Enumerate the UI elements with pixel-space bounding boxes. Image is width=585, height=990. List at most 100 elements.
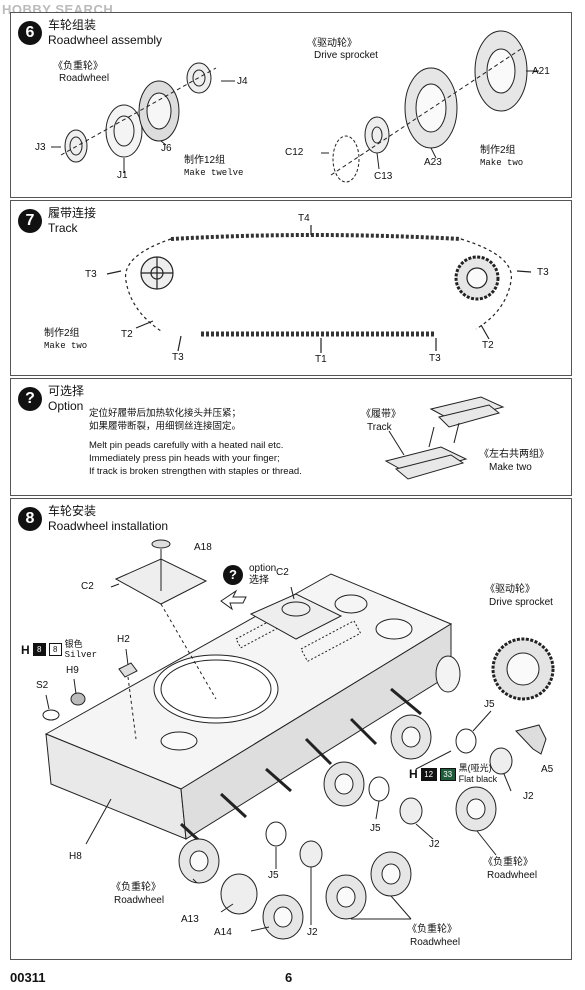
- step6-panel: 6 车轮组装 Roadwheel assembly: [10, 12, 572, 198]
- paint-stack: 银色 Silver: [65, 639, 97, 660]
- part-t2-right: T2: [482, 340, 494, 351]
- part-a23: A23: [424, 157, 442, 168]
- paint-code2: 33: [439, 767, 456, 781]
- paint-en: Flat black: [458, 774, 498, 784]
- part-j5-right: J5: [484, 699, 495, 710]
- option-en: option: [249, 563, 277, 574]
- title-en: Option: [48, 399, 84, 413]
- paint-cn: 黑(哑光): [458, 763, 492, 773]
- make2-en: Make two: [480, 158, 524, 168]
- sprocket-en: Drive sprocket: [489, 597, 553, 608]
- part-t4: T4: [298, 213, 310, 224]
- option-cn-line1: 定位好履带后加热软化接头并压紧；: [89, 408, 242, 419]
- paint-code1: 8: [32, 643, 46, 656]
- part-a5: A5: [541, 764, 554, 775]
- lr-cn: 《左右共两组》: [479, 449, 549, 460]
- part-t3-right: T3: [537, 267, 549, 278]
- part-t1: T1: [315, 354, 327, 365]
- part-t3-bottom-right: T3: [429, 353, 441, 364]
- part-h9: H9: [66, 665, 79, 676]
- roadwheel-assembly-drawing: [51, 30, 539, 183]
- paint-letter: H: [21, 642, 30, 657]
- part-t3-bottom-left: T3: [172, 352, 184, 363]
- paint-code1: 12: [420, 767, 437, 781]
- title-cn: 车轮组装: [48, 18, 97, 32]
- part-t2-left: T2: [121, 329, 133, 340]
- part-j4: J4: [237, 76, 248, 87]
- part-j2-mid: J2: [429, 839, 440, 850]
- title-cn: 履带连接: [48, 206, 97, 220]
- option-en-line3: If track is broken strengthen with stapl…: [89, 466, 302, 477]
- part-j2-right: J2: [523, 791, 534, 802]
- track-en: Track: [367, 422, 392, 433]
- paint-en: Silver: [64, 650, 98, 660]
- part-j5-mid: J5: [370, 823, 381, 834]
- paint-silver: H 8 8 银色 Silver: [21, 639, 97, 660]
- title-en: Roadwheel assembly: [48, 33, 163, 47]
- make2-cn: 制作2组: [480, 145, 516, 156]
- part-a14: A14: [214, 927, 232, 938]
- roadwheel-bottom-en: Roadwheel: [410, 937, 461, 948]
- roadwheel-right-cn: 《负重轮》: [483, 857, 533, 868]
- hull-drawing: [42, 539, 555, 940]
- option-title: 可选择 Option: [48, 384, 84, 414]
- roadwheel-en: Roadwheel: [59, 73, 110, 84]
- paint-flat-black: H 12 33 黑(哑光) Flat black: [409, 763, 497, 785]
- option-icon: ?: [223, 565, 243, 585]
- paint-cn: 银色: [64, 639, 83, 649]
- part-h2: H2: [117, 634, 130, 645]
- step-title: 车轮组装 Roadwheel assembly: [48, 18, 162, 48]
- step-number: 6: [18, 21, 42, 45]
- part-a18: A18: [194, 542, 212, 553]
- step7-panel: 7 履带连接 Track: [10, 200, 572, 376]
- part-c12: C12: [285, 147, 304, 158]
- part-j3: J3: [35, 142, 46, 153]
- step-title: 履带连接 Track: [48, 206, 96, 236]
- option-icon: ?: [18, 387, 42, 411]
- title-cn: 可选择: [48, 384, 85, 398]
- roadwheel-right-en: Roadwheel: [487, 870, 538, 881]
- roadwheel-bottom-cn: 《负重轮》: [407, 924, 457, 935]
- track-drawing: [106, 225, 532, 353]
- roadwheel-left-cn: 《负重轮》: [111, 882, 161, 893]
- part-j2-bottom: J2: [307, 927, 318, 938]
- title-en: Track: [48, 221, 78, 235]
- part-s2: S2: [36, 680, 49, 691]
- step8-panel: 8 车轮安装 Roadwheel installation: [10, 498, 572, 960]
- part-h8: H8: [69, 851, 82, 862]
- roadwheel-left-en: Roadwheel: [114, 895, 165, 906]
- part-c2-left: C2: [81, 581, 94, 592]
- title-en: Roadwheel installation: [48, 519, 169, 533]
- sprocket-cn: 《驱动轮》: [307, 38, 357, 49]
- step-title: 车轮安装 Roadwheel installation: [48, 504, 168, 534]
- make2-en: Make two: [44, 341, 88, 351]
- option-panel: ? 可选择 Option 定位好履带后加热软化接头并压紧； 如果履带断裂，用细铜…: [10, 378, 572, 496]
- sprocket-en: Drive sprocket: [314, 50, 378, 61]
- track-cn: 《履带》: [361, 409, 401, 420]
- part-j6: J6: [161, 143, 172, 154]
- title-cn: 车轮安装: [48, 504, 97, 518]
- lr-en: Make two: [489, 462, 532, 473]
- paint-code2: 8: [48, 643, 62, 656]
- part-j1: J1: [117, 170, 128, 181]
- footer-code: 00311: [10, 970, 46, 985]
- make12-cn: 制作12组: [184, 155, 226, 166]
- option-cn-line2: 如果履带断裂，用细铜丝连接固定。: [89, 421, 242, 432]
- step-number: 8: [18, 507, 42, 531]
- sprocket-cn: 《驱动轮》: [485, 584, 535, 595]
- part-t3-left: T3: [85, 269, 97, 280]
- option-en-line2: Immediately press pin heads with your fi…: [89, 453, 280, 464]
- option-en-line1: Melt pin peads carefully with a heated n…: [89, 440, 284, 451]
- paint-stack: 黑(哑光) Flat black: [459, 763, 498, 785]
- part-c13: C13: [374, 171, 393, 182]
- page-number: 6: [285, 970, 293, 985]
- step-number: 7: [18, 209, 42, 233]
- track-links-drawing: [384, 396, 505, 480]
- part-c2-option: C2: [276, 567, 289, 578]
- part-j5-left: J5: [268, 870, 279, 881]
- paint-letter: H: [409, 767, 418, 781]
- roadwheel-cn: 《负重轮》: [53, 61, 103, 72]
- make12-en: Make twelve: [184, 168, 244, 178]
- part-a21: A21: [532, 66, 550, 77]
- part-a13: A13: [181, 914, 199, 925]
